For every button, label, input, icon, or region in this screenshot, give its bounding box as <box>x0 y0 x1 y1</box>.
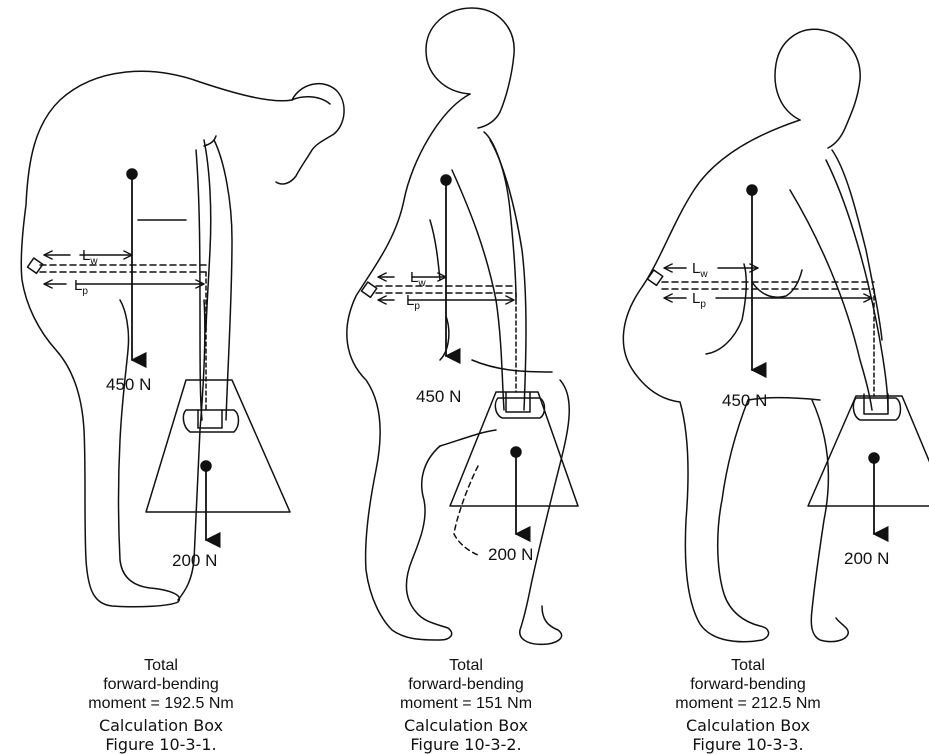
thigh-outline <box>472 360 552 372</box>
figure-2-moment-caption: Total forward-bending moment = 151 Nm <box>356 656 576 713</box>
caption-moment-value: moment = 212.5 Nm <box>638 694 858 713</box>
caption-moment-value: moment = 151 Nm <box>356 694 576 713</box>
hand-outline <box>864 394 888 414</box>
figure-3-moment-caption: Total forward-bending moment = 212.5 Nm <box>638 656 858 713</box>
figure-10-3-2 <box>347 8 578 644</box>
calc-box-title: Calculation Box <box>51 716 271 735</box>
figure-1-moment-caption: Total forward-bending moment = 192.5 Nm <box>51 656 271 713</box>
caption-total: Total <box>51 656 271 675</box>
hip-joint-marker <box>647 270 662 285</box>
calc-box-figure-ref: Figure 10-3-2. <box>356 735 576 754</box>
caption-moment-value: moment = 192.5 Nm <box>51 694 271 713</box>
lever-lp-label: Lp <box>692 290 706 310</box>
head-outline <box>775 29 860 148</box>
lever-lp-label: Lp <box>406 292 420 312</box>
lever-lw-label: Lw <box>82 247 98 267</box>
hidden-leg-outline <box>454 466 480 556</box>
lever-lw-label: Lw <box>692 260 708 280</box>
caption-forward-bending: forward-bending <box>51 675 271 694</box>
hand-outline <box>506 392 530 412</box>
figure-2-calculation-box: Calculation Box Figure 10-3-2. <box>356 716 576 754</box>
arm-outline <box>196 140 232 420</box>
chest-curve <box>706 264 802 354</box>
body-weight-label: 450 N <box>722 391 767 410</box>
load-bucket <box>146 380 290 512</box>
load-weight-label: 200 N <box>488 545 533 564</box>
caption-forward-bending: forward-bending <box>356 675 576 694</box>
calc-box-figure-ref: Figure 10-3-1. <box>51 735 271 754</box>
load-weight-label: 200 N <box>172 551 217 570</box>
calc-box-title: Calculation Box <box>356 716 576 735</box>
head-outline <box>276 84 344 184</box>
body-outline <box>21 71 330 606</box>
figure-3-calculation-box: Calculation Box Figure 10-3-3. <box>638 716 858 754</box>
figure-10-3-1 <box>21 71 344 606</box>
body-weight-label: 450 N <box>106 375 151 394</box>
lever-lp-label: Lp <box>74 277 88 297</box>
calc-box-figure-ref: Figure 10-3-3. <box>638 735 858 754</box>
caption-forward-bending: forward-bending <box>638 675 858 694</box>
caption-total: Total <box>638 656 858 675</box>
bucket-handle <box>853 398 900 420</box>
caption-total: Total <box>356 656 576 675</box>
body-weight-label: 450 N <box>416 387 461 406</box>
load-weight-label: 200 N <box>844 549 889 568</box>
leg-outline <box>748 398 848 642</box>
head-outline <box>426 8 514 128</box>
calc-box-title: Calculation Box <box>638 716 858 735</box>
figure-1-calculation-box: Calculation Box Figure 10-3-1. <box>51 716 271 754</box>
